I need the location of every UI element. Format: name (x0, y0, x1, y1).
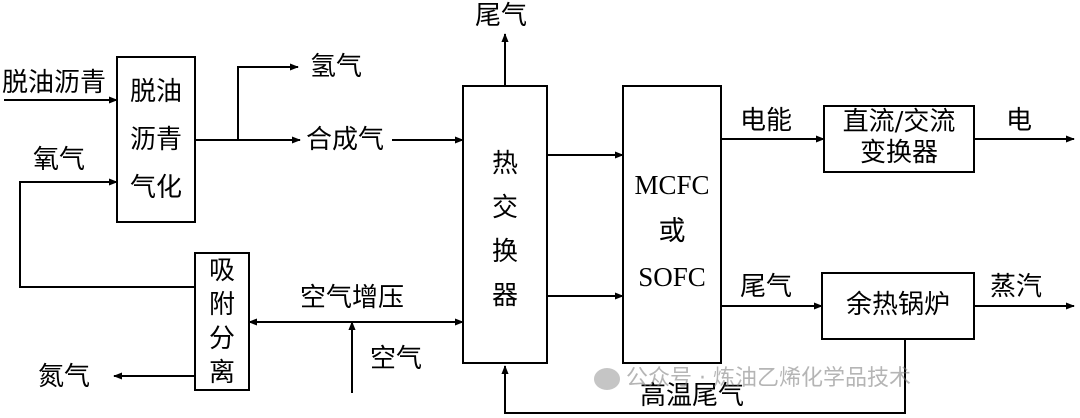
fuel-cell-box (622, 85, 722, 364)
arrow-hydrogen (237, 63, 299, 140)
waste-heat-boiler-box-text: 余热锅炉 (845, 290, 950, 320)
label-steam: 蒸汽 (990, 272, 1043, 302)
wechat-icon (594, 368, 620, 390)
label-deoiled-pitch: 脱油沥青 (2, 68, 107, 98)
label-air-pressurize: 空气增压 (300, 283, 405, 313)
arrow-oxygen-loop (19, 178, 195, 288)
adsorption-box-text: 吸 附 分 离 (208, 256, 235, 388)
label-nitrogen: 氮气 (38, 362, 91, 392)
watermark: 公众号 · 炼油乙烯化学品技术 (594, 360, 911, 392)
gasification-box-text: 脱油 沥青 气化 (129, 77, 182, 203)
label-hydrogen: 氢气 (310, 52, 363, 82)
label-electric-energy: 电能 (740, 106, 793, 136)
arrow-high-temp-tail-gas (501, 339, 906, 414)
label-tail-gas-fc: 尾气 (740, 272, 793, 302)
label-high-temp-tail-gas: 高温尾气 (640, 381, 745, 411)
label-tail-gas-top: 尾气 (475, 1, 528, 31)
fuel-cell-box-text: MCFC 或 SOFC (634, 170, 710, 292)
watermark-text: 公众号 · 炼油乙烯化学品技术 (626, 366, 911, 391)
label-syngas: 合成气 (306, 125, 385, 155)
heat-exchanger-box-text: 热 交 换 器 (491, 149, 518, 311)
label-oxygen: 氧气 (33, 145, 86, 175)
label-electricity: 电 (1006, 106, 1033, 136)
dc-ac-converter-box-text: 直流/交流 变换器 (842, 107, 956, 168)
label-air: 空气 (370, 344, 423, 374)
